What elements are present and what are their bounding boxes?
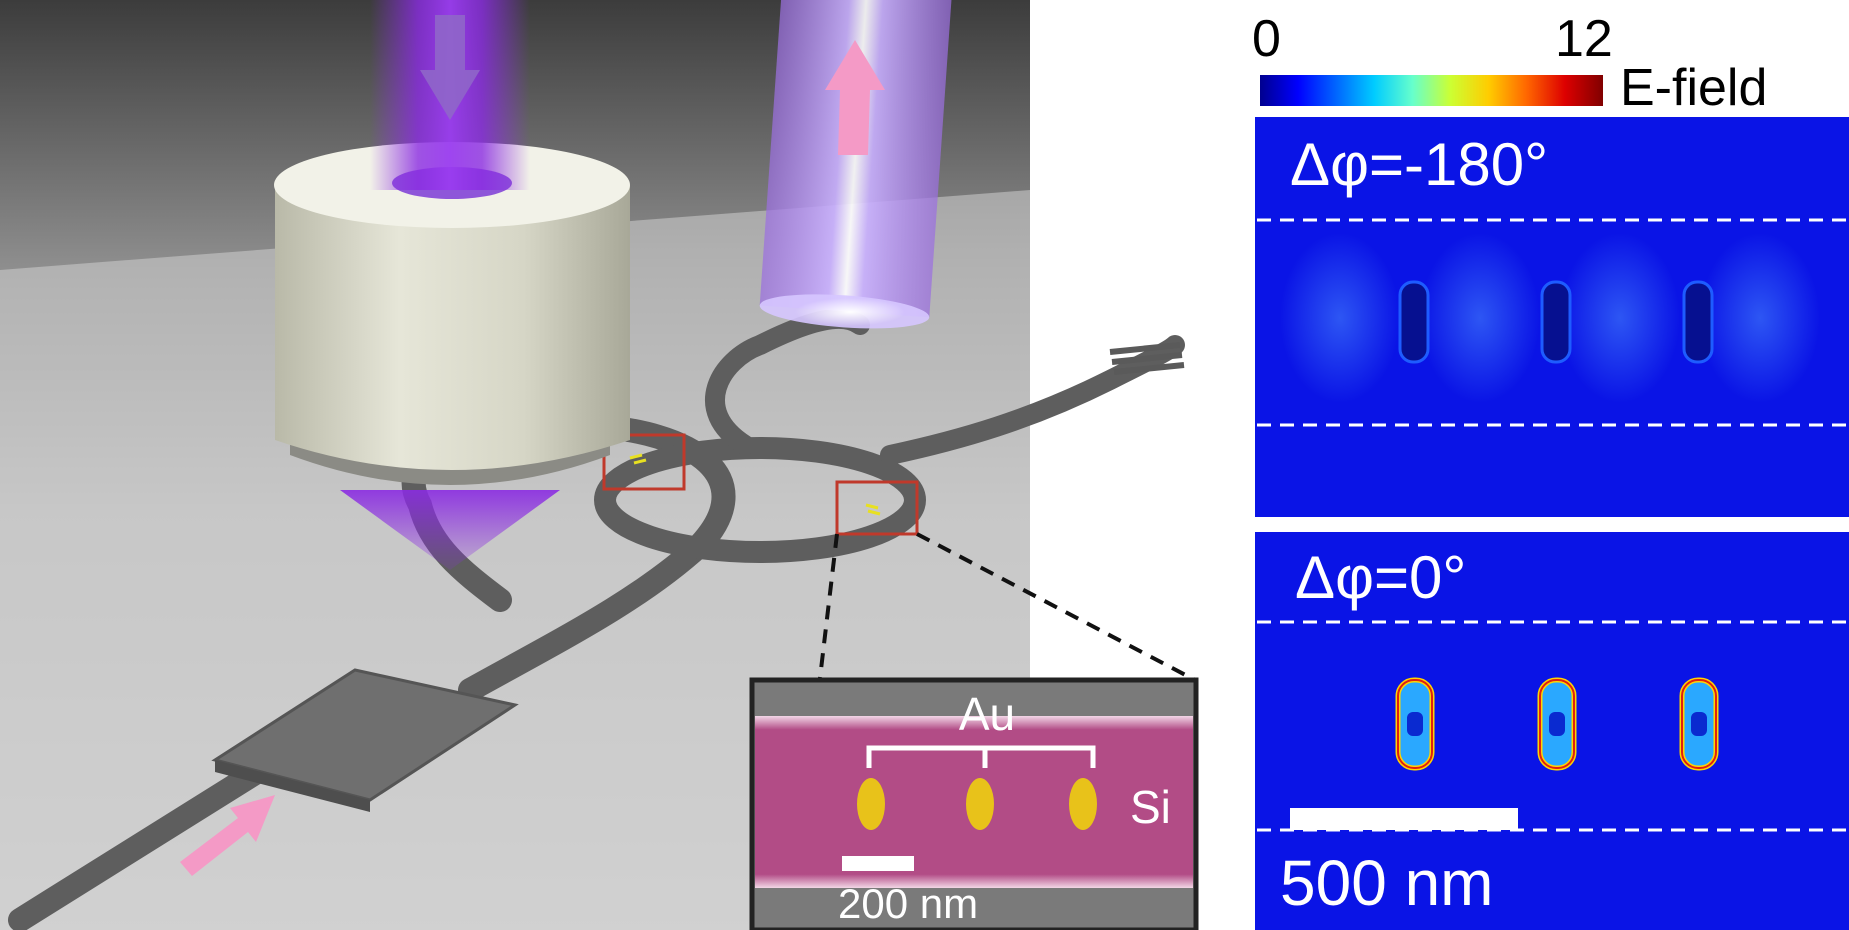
colorbar-max-label: 12 (1555, 10, 1613, 68)
antenna-markers (629, 453, 881, 516)
fiber-tip-glow (795, 298, 905, 326)
antenna-outline-top-3 (1682, 280, 1714, 364)
grating-coupler (1109, 342, 1185, 375)
au-label: Au (959, 688, 1015, 740)
field-blob-4 (1700, 233, 1820, 403)
field-blob-3 (1560, 233, 1680, 403)
colorbar: 0 12 E-field (1252, 10, 1767, 117)
coupling-pad-side (215, 760, 370, 812)
field-scale-bar (1290, 808, 1518, 830)
au-bracket (866, 745, 1096, 768)
field-blob-1 (1280, 233, 1400, 403)
emission-arrow (825, 40, 885, 155)
colorbar-min-label: 0 (1252, 10, 1281, 68)
inset-scale-bar (842, 856, 914, 871)
phase-label-top: Δφ=-180° (1290, 131, 1548, 198)
inset-scale-label: 200 nm (838, 880, 978, 927)
phase-label-bottom: Δφ=0° (1295, 544, 1466, 611)
field-scale-label: 500 nm (1280, 847, 1493, 919)
objective-body (275, 185, 630, 470)
hotspot-antenna-2 (1537, 677, 1577, 771)
zoom-line-left (818, 533, 839, 679)
objective-cone (340, 490, 560, 570)
highlight-box-left (602, 433, 686, 491)
gold-rod-3 (1069, 778, 1097, 830)
antenna-outline-top-1 (1398, 280, 1430, 364)
colorbar-gradient (1260, 75, 1603, 106)
zoom-line-right (916, 532, 1196, 682)
ring-resonator (594, 437, 926, 563)
sem-inset: Au Si 200 nm (749, 677, 1199, 930)
si-label: Si (1130, 781, 1171, 833)
gold-rod-1 (857, 778, 885, 830)
hotspot-antenna-3 (1679, 677, 1719, 771)
antenna-outline-top-2 (1540, 280, 1572, 364)
gold-rod-2 (966, 778, 994, 830)
input-arrow (180, 795, 275, 876)
hotspot-antenna-1 (1395, 677, 1435, 771)
highlight-box-right (835, 480, 919, 536)
excitation-arrow (420, 15, 480, 120)
field-blob-2 (1420, 233, 1540, 403)
field-map-bottom: Δφ=0° 500 nm (1255, 532, 1849, 930)
field-map-top: Δφ=-180° (1255, 117, 1849, 517)
colorbar-title: E-field (1620, 59, 1767, 117)
